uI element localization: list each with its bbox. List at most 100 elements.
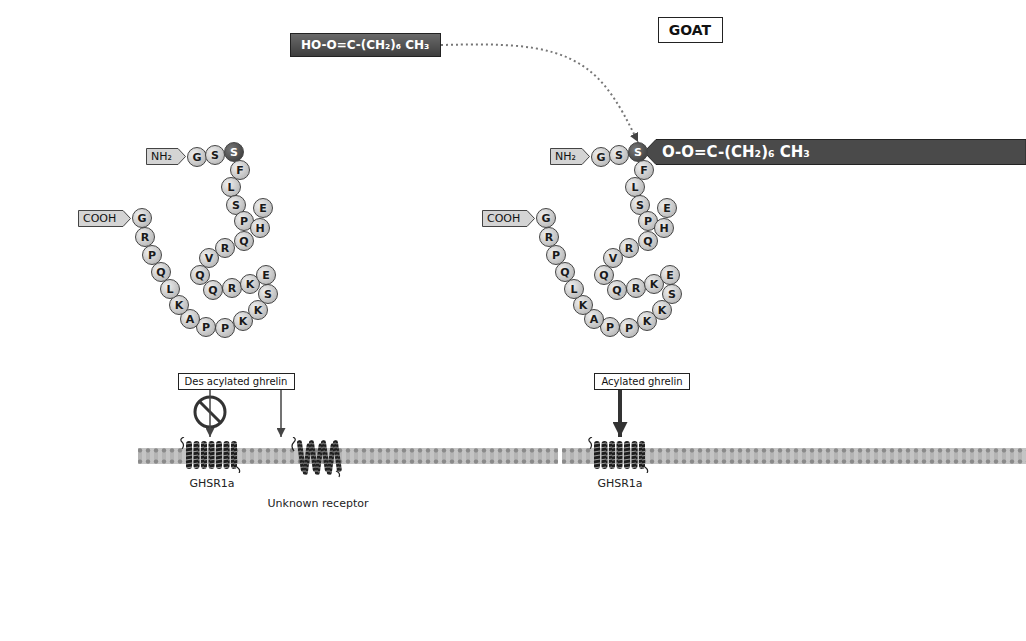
acyl-chain-bar: O-O=C-(CH₂)₆ CH₃ bbox=[644, 139, 1026, 165]
residue-letter: R bbox=[228, 283, 236, 294]
residue-letter: R bbox=[141, 232, 149, 243]
residue-letter: H bbox=[255, 223, 264, 234]
amino-acid-residue: G bbox=[591, 147, 611, 167]
residue-letter: S bbox=[230, 147, 238, 158]
peptide-form-box: Des acylated ghrelin bbox=[178, 373, 295, 390]
residue-letter: K bbox=[658, 305, 667, 316]
residue-letter: Q bbox=[156, 267, 165, 278]
node-label: COOH bbox=[482, 212, 520, 225]
amino-acid-residue: E bbox=[660, 265, 680, 285]
peptide-form-box: Acylated ghrelin bbox=[594, 373, 690, 390]
node-label: COOH bbox=[78, 212, 116, 225]
residue-letter: P bbox=[606, 322, 614, 333]
residue-letter: L bbox=[570, 284, 577, 295]
binding-arrow bbox=[618, 390, 622, 438]
receptor: GHSR1a bbox=[588, 437, 652, 490]
amino-acid-residue: Q bbox=[607, 280, 627, 300]
residue-letter: S bbox=[615, 150, 623, 161]
amino-acid-residue: L bbox=[564, 279, 584, 299]
residue-letter: K bbox=[643, 316, 652, 327]
amino-acid-residue: P bbox=[546, 245, 566, 265]
amino-acid-residue: E bbox=[253, 198, 273, 218]
residue-letter: E bbox=[262, 270, 270, 281]
binding-arrow bbox=[209, 390, 211, 438]
acylation-arrow bbox=[441, 44, 638, 142]
amino-acid-residue: R bbox=[135, 227, 155, 247]
residue-letter: P bbox=[240, 216, 248, 227]
residue-letter: K bbox=[579, 300, 588, 311]
node-label: O-O=C-(CH₂)₆ CH₃ bbox=[644, 143, 810, 161]
residue-letter: R bbox=[545, 232, 553, 243]
residue-letter: S bbox=[668, 289, 676, 300]
residue-letter: P bbox=[644, 216, 652, 227]
residue-letter: S bbox=[211, 150, 219, 161]
residue-letter: P bbox=[202, 322, 210, 333]
residue-letter: E bbox=[259, 203, 267, 214]
amino-acid-residue: K bbox=[637, 311, 657, 331]
residue-letter: V bbox=[609, 253, 618, 264]
node-label: Des acylated ghrelin bbox=[185, 376, 288, 387]
residue-letter: S bbox=[634, 147, 642, 158]
residue-letter: K bbox=[650, 279, 659, 290]
residue-letter: F bbox=[236, 165, 244, 176]
amino-terminus-tag: NH₂ bbox=[146, 148, 186, 165]
residue-letter: L bbox=[166, 284, 173, 295]
residue-letter: Q bbox=[560, 267, 569, 278]
node-label: HO-O=C-(CH₂)₆ CH₃ bbox=[291, 38, 429, 52]
receptor-symbol bbox=[180, 437, 244, 473]
enzyme-box: GOAT bbox=[658, 17, 723, 43]
amino-acid-residue: G bbox=[187, 147, 207, 167]
residue-letter: R bbox=[625, 243, 633, 254]
amino-acid-residue: H bbox=[654, 218, 674, 238]
amino-acid-residue: S bbox=[609, 145, 629, 165]
amino-acid-residue: G bbox=[132, 208, 152, 228]
helix-bundle bbox=[292, 437, 342, 477]
amino-acid-residue: L bbox=[160, 279, 180, 299]
amino-acid-residue: P bbox=[215, 318, 235, 338]
residue-letter: Q bbox=[643, 236, 652, 247]
amino-acid-residue: Q bbox=[234, 231, 254, 251]
amino-acid-residue: R bbox=[222, 278, 242, 298]
residue-letter: Q bbox=[599, 270, 608, 281]
residue-letter: K bbox=[246, 279, 255, 290]
amino-acid-residue: P bbox=[142, 245, 162, 265]
residue-letter: G bbox=[137, 213, 146, 224]
residue-letter: S bbox=[636, 200, 644, 211]
amino-acid-residue: E bbox=[256, 265, 276, 285]
amino-acid-residue: H bbox=[250, 218, 270, 238]
residue-letter: K bbox=[175, 300, 184, 311]
residue-letter: Q bbox=[208, 285, 217, 296]
residue-letter: P bbox=[625, 323, 633, 334]
residue-letter: G bbox=[192, 152, 201, 163]
residue-letter: R bbox=[632, 283, 640, 294]
residue-letter: R bbox=[221, 243, 229, 254]
receptor-name: Unknown receptor bbox=[268, 497, 369, 510]
residue-letter: Q bbox=[612, 285, 621, 296]
residue-letter: G bbox=[596, 152, 605, 163]
helix-bundle bbox=[589, 437, 648, 473]
amino-acid-residue: L bbox=[221, 177, 241, 197]
amino-acid-residue: Q bbox=[638, 231, 658, 251]
node-label: NH₂ bbox=[146, 150, 172, 163]
residue-letter: P bbox=[221, 323, 229, 334]
amino-acid-residue: Q bbox=[151, 262, 171, 282]
residue-letter: L bbox=[631, 182, 638, 193]
residue-letter: Q bbox=[195, 270, 204, 281]
helix-bundle bbox=[181, 437, 240, 473]
receptor-name: GHSR1a bbox=[597, 477, 642, 490]
carboxy-terminus-tag: COOH bbox=[482, 210, 535, 227]
amino-acid-residue: R bbox=[539, 227, 559, 247]
binding-arrow bbox=[280, 390, 282, 438]
residue-letter: H bbox=[659, 223, 668, 234]
residue-letter: K bbox=[239, 316, 248, 327]
receptor: Unknown receptor bbox=[266, 437, 370, 510]
residue-letter: V bbox=[205, 253, 214, 264]
amino-acid-residue: P bbox=[619, 318, 639, 338]
receptor-symbol bbox=[588, 437, 652, 473]
residue-letter: P bbox=[552, 250, 560, 261]
carboxy-terminus-tag: COOH bbox=[78, 210, 131, 227]
receptor-name: GHSR1a bbox=[189, 477, 234, 490]
residue-letter: G bbox=[541, 213, 550, 224]
